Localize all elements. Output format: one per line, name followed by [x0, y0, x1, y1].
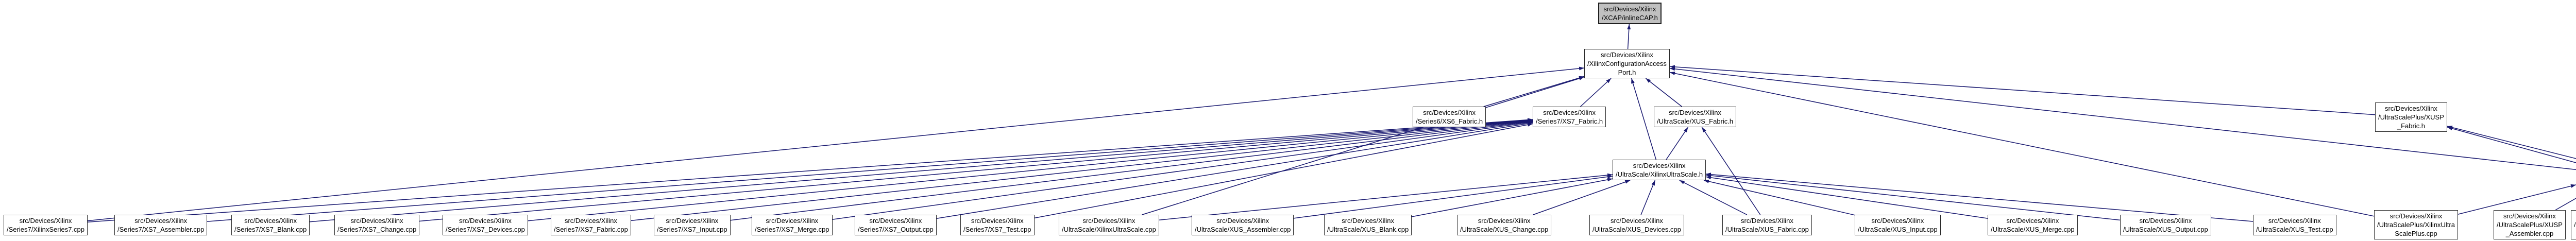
- edge-xus-fabric-cpp-to-xus-fabric-h: [1701, 127, 1761, 215]
- edge-xs7-fabric-h-to-xcap-port-h: [1580, 78, 1612, 107]
- graph-node-xus-merge-cpp[interactable]: src/Devices/Xilinx /UltraScale/XUS_Merge…: [1988, 215, 2078, 235]
- edge-xilinx-ultrascaleplus-cpp-to-xcap-port-h: [1669, 72, 2375, 217]
- graph-node-xilinx-ultrascaleplus-cpp[interactable]: src/Devices/Xilinx /UltraScalePlus/Xilin…: [2374, 210, 2458, 239]
- edge-xilinx-ultrascale-cpp-to-xcap-port-h: [1142, 76, 1585, 215]
- edge-xus-blank-cpp-to-xilinx-ultrascale-h: [1411, 178, 1613, 217]
- graph-node-xus-output-cpp[interactable]: src/Devices/Xilinx /UltraScale/XUS_Outpu…: [2120, 215, 2211, 235]
- graph-node-xus-input-cpp[interactable]: src/Devices/Xilinx /UltraScale/XUS_Input…: [1855, 215, 1941, 235]
- graph-node-xs7-blank-cpp[interactable]: src/Devices/Xilinx /Series7/XS7_Blank.cp…: [231, 215, 310, 235]
- edge-xus-assembler-cpp-to-xilinx-ultrascale-h: [1293, 175, 1613, 219]
- edge-xs7-fabric-cpp-to-xs7-fabric-h: [631, 119, 1533, 221]
- edge-xus-change-cpp-to-xilinx-ultrascale-h: [1533, 180, 1631, 215]
- edge-xs7-blank-cpp-to-xs7-fabric-h: [309, 118, 1533, 222]
- graph-node-xusp-assembler-cpp[interactable]: src/Devices/Xilinx /UltraScalePlus/XUSP …: [2494, 210, 2566, 239]
- edge-xus-input-cpp-to-xilinx-ultrascale-h: [1703, 179, 1855, 216]
- graph-node-inline-cap-h[interactable]: src/Devices/Xilinx /XCAP/inlineCAP.h: [1598, 3, 1662, 24]
- graph-node-xus-blank-cpp[interactable]: src/Devices/Xilinx /UltraScale/XUS_Blank…: [1324, 215, 1412, 235]
- graph-node-xilinx-ultrascale-cpp[interactable]: src/Devices/Xilinx /UltraScale/XilinxUlt…: [1059, 215, 1159, 235]
- edge-xusp-fabric-cpp-to-xusp-fabric-h: [2447, 126, 2576, 159]
- edge-xus-fabric-h-to-xcap-port-h: [1645, 78, 1682, 107]
- graph-node-xs7-output-cpp[interactable]: src/Devices/Xilinx /Series7/XS7_Output.c…: [855, 215, 937, 235]
- edge-xilinx-ultrascale-h-to-xcap-port-h: [1631, 78, 1657, 160]
- graph-node-xs6-fabric-h[interactable]: src/Devices/Xilinx /Series6/XS6_Fabric.h: [1413, 107, 1486, 127]
- graph-node-xs7-change-cpp[interactable]: src/Devices/Xilinx /Series7/XS7_Change.c…: [334, 215, 420, 235]
- edge-xusp-fabric-h-to-xcap-port-h: [1669, 65, 2376, 115]
- edge-xus-output-cpp-to-xilinx-ultrascale-h: [1705, 174, 2121, 221]
- edge-xilinx-ultrascaleplus-h-to-xusp-fabric-h: [2447, 127, 2576, 163]
- edge-xus-devices-cpp-to-xilinx-ultrascale-h: [1640, 180, 1656, 215]
- graph-node-xs7-input-cpp[interactable]: src/Devices/Xilinx /Series7/XS7_Input.cp…: [654, 215, 731, 235]
- edge-xusp-assembler-cpp-to-xilinx-ultrascaleplus-h: [2555, 198, 2576, 211]
- edge-xs7-devices-cpp-to-xs7-fabric-h: [528, 119, 1533, 221]
- graph-node-xcap-port-h[interactable]: src/Devices/Xilinx /XilinxConfigurationA…: [1584, 49, 1670, 78]
- graph-node-xs7-fabric-h[interactable]: src/Devices/Xilinx /Series7/XS7_Fabric.h: [1533, 107, 1606, 127]
- graph-node-xus-fabric-cpp[interactable]: src/Devices/Xilinx /UltraScale/XUS_Fabri…: [1722, 215, 1812, 235]
- graph-node-xus-change-cpp[interactable]: src/Devices/Xilinx /UltraScale/XUS_Chang…: [1457, 215, 1552, 235]
- graph-node-xs7-assembler-cpp[interactable]: src/Devices/Xilinx /Series7/XS7_Assemble…: [114, 215, 208, 235]
- edge-xs7-assembler-cpp-to-xs7-fabric-h: [207, 118, 1533, 222]
- graph-node-xus-assembler-cpp[interactable]: src/Devices/Xilinx /UltraScale/XUS_Assem…: [1192, 215, 1294, 235]
- edge-xus-merge-cpp-to-xilinx-ultrascale-h: [1705, 176, 1988, 219]
- graph-node-xs7-fabric-cpp[interactable]: src/Devices/Xilinx /Series7/XS7_Fabric.c…: [551, 215, 631, 235]
- graph-node-xs7-devices-cpp[interactable]: src/Devices/Xilinx /Series7/XS7_Devices.…: [443, 215, 528, 235]
- graph-node-xilinx-ultrascale-h[interactable]: src/Devices/Xilinx /UltraScale/XilinxUlt…: [1613, 160, 1706, 180]
- edge-xcap-port-h-to-inline-cap-h: [1627, 24, 1631, 49]
- graph-node-xus-devices-cpp[interactable]: src/Devices/Xilinx /UltraScale/XUS_Devic…: [1589, 215, 1684, 235]
- edge-xus-fabric-cpp-to-xilinx-ultrascale-h: [1679, 180, 1748, 215]
- edge-xs7-test-cpp-to-xs7-fabric-h: [1034, 123, 1533, 219]
- edge-xs7-merge-cpp-to-xs7-fabric-h: [832, 120, 1533, 220]
- graph-node-xs7-test-cpp[interactable]: src/Devices/Xilinx /Series7/XS7_Test.cpp: [960, 215, 1035, 235]
- edge-xs7-change-cpp-to-xs7-fabric-h: [419, 118, 1533, 222]
- edge-xilinx-series7-cpp-to-xs7-fabric-h: [87, 118, 1533, 222]
- graph-node-xus-test-cpp[interactable]: src/Devices/Xilinx /UltraScale/XUS_Test.…: [2253, 215, 2336, 235]
- graph-node-xs7-merge-cpp[interactable]: src/Devices/Xilinx /Series7/XS7_Merge.cp…: [752, 215, 833, 235]
- edge-xilinx-series7-cpp-to-xcap-port-h: [87, 66, 1585, 221]
- graph-node-xus-fabric-h[interactable]: src/Devices/Xilinx /UltraScale/XUS_Fabri…: [1654, 107, 1737, 127]
- graph-node-xilinx-series7-cpp[interactable]: src/Devices/Xilinx /Series7/XilinxSeries…: [4, 215, 88, 235]
- edge-xs7-input-cpp-to-xs7-fabric-h: [730, 120, 1533, 221]
- graph-node-xusp-fabric-h[interactable]: src/Devices/Xilinx /UltraScalePlus/XUSP …: [2375, 102, 2447, 132]
- edge-xilinx-ultrascale-cpp-to-xilinx-ultrascale-h: [1159, 173, 1613, 220]
- edge-xs6-fabric-h-to-xcap-port-h: [1483, 76, 1585, 107]
- edge-xilinx-ultrascale-h-to-xus-fabric-h: [1666, 127, 1689, 160]
- edge-xs7-output-cpp-to-xs7-fabric-h: [936, 122, 1533, 219]
- graph-node-xusp-blank-cpp[interactable]: src/Devices/Xilinx /UltraScalePlus/XUSP …: [2571, 210, 2576, 239]
